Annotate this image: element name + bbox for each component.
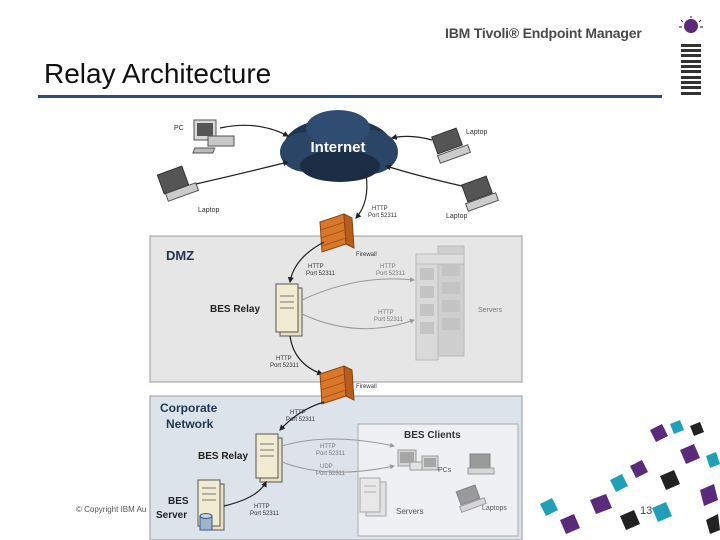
dmz-label: DMZ	[166, 248, 194, 263]
pcs-label: PCs	[438, 467, 452, 474]
server-relay-link	[223, 480, 267, 507]
firewall-bottom-label: Firewall	[356, 384, 377, 390]
laptop-right-cloud-link	[384, 164, 463, 187]
bes-server-label-2: Server	[156, 510, 187, 521]
ibm-logo-icon	[679, 16, 703, 95]
http-dmz-right-label-1: HTTP	[380, 264, 396, 270]
relay-servers-link-top	[301, 277, 415, 301]
relay-architecture-diagram: Internet PC Laptop Laptop Laptop HTTP Po…	[148, 106, 524, 540]
laptops-label: Laptops	[482, 505, 507, 512]
brand-title: IBM Tivoli® Endpoint Manager	[445, 25, 642, 41]
http-internet-label-1: HTTP	[372, 206, 388, 212]
bes-server-label-1: BES	[168, 496, 189, 507]
http-corp-right-label-1: HTTP	[320, 444, 336, 450]
http-dmz-left-label-1: HTTP	[308, 264, 324, 270]
decorative-shapes	[540, 420, 720, 534]
firewall-bottom-icon	[319, 365, 355, 405]
cloud-firewall-link	[355, 173, 368, 219]
http-server-label-1: HTTP	[254, 504, 270, 510]
firewall-corp-relay-link	[279, 401, 325, 431]
firewall-relay-link	[287, 241, 325, 284]
udp-label-2: Port 52311	[316, 471, 346, 477]
page-number: 13	[640, 505, 653, 517]
http-internet-label-2: Port 52311	[368, 213, 398, 219]
laptop-left-label: Laptop	[198, 207, 220, 214]
laptop-left-icon	[156, 165, 200, 202]
laptop-top-right-icon	[431, 127, 472, 164]
laptop-left-cloud-link	[195, 160, 290, 185]
pc-icon	[192, 119, 235, 154]
servers-corp-icon	[359, 477, 387, 517]
title-rule	[38, 95, 662, 98]
relay-clients-link-top	[281, 438, 395, 448]
laptop-top-right-cloud-link	[390, 134, 433, 141]
relay-servers-link-bottom	[301, 313, 415, 330]
http-corp-right-label-2: Port 52311	[316, 451, 346, 457]
bes-relay-dmz-label: BES Relay	[210, 304, 260, 315]
bes-relay-corp-icon	[255, 433, 283, 483]
bes-relay-corp-label: BES Relay	[198, 451, 248, 462]
http-server-label-2: Port 52311	[250, 511, 280, 517]
laptop-right-label: Laptop	[446, 213, 468, 220]
laptop-right-icon	[461, 175, 500, 212]
laptop-top-right-label: Laptop	[466, 129, 488, 136]
http-dmz-servers-label-1: HTTP	[378, 310, 394, 316]
corporate-network-label-2: Network	[166, 417, 214, 431]
http-mid-label-2: Port 52311	[270, 363, 300, 369]
pc-label: PC	[174, 125, 184, 132]
dmz-servers-icon	[415, 245, 465, 361]
corporate-network-label-1: Corporate	[160, 401, 218, 415]
servers-dmz-label: Servers	[478, 307, 503, 314]
dmz-zone	[149, 235, 523, 383]
http-corp-label-2: Port 52311	[286, 417, 316, 423]
copyright-text: © Copyright IBM Au	[76, 505, 147, 514]
udp-label-1: UDP	[320, 464, 333, 470]
internet-cloud-icon	[280, 110, 398, 182]
relay-firewall-link	[289, 335, 324, 376]
bes-relay-dmz-icon	[275, 283, 303, 337]
http-mid-label-1: HTTP	[276, 356, 292, 362]
internet-label: Internet	[310, 139, 365, 156]
http-dmz-right-label-2: Port 52311	[376, 271, 406, 277]
globe-icon	[679, 16, 703, 33]
http-dmz-left-label-2: Port 52311	[306, 271, 336, 277]
pcs-icon	[397, 449, 439, 471]
laptops-icon	[455, 453, 495, 513]
servers-corp-label: Servers	[396, 507, 424, 516]
bes-clients-label: BES Clients	[404, 430, 461, 441]
firewall-top-label: Firewall	[356, 252, 377, 258]
database-icon	[199, 513, 213, 531]
pc-cloud-link	[219, 124, 290, 137]
bes-clients-zone	[357, 423, 519, 537]
relay-clients-link-bottom	[281, 461, 395, 473]
slide-title: Relay Architecture	[44, 58, 272, 89]
http-corp-label-1: HTTP	[290, 410, 306, 416]
firewall-top-icon	[319, 213, 355, 253]
http-dmz-servers-label-2: Port 52311	[374, 317, 404, 323]
